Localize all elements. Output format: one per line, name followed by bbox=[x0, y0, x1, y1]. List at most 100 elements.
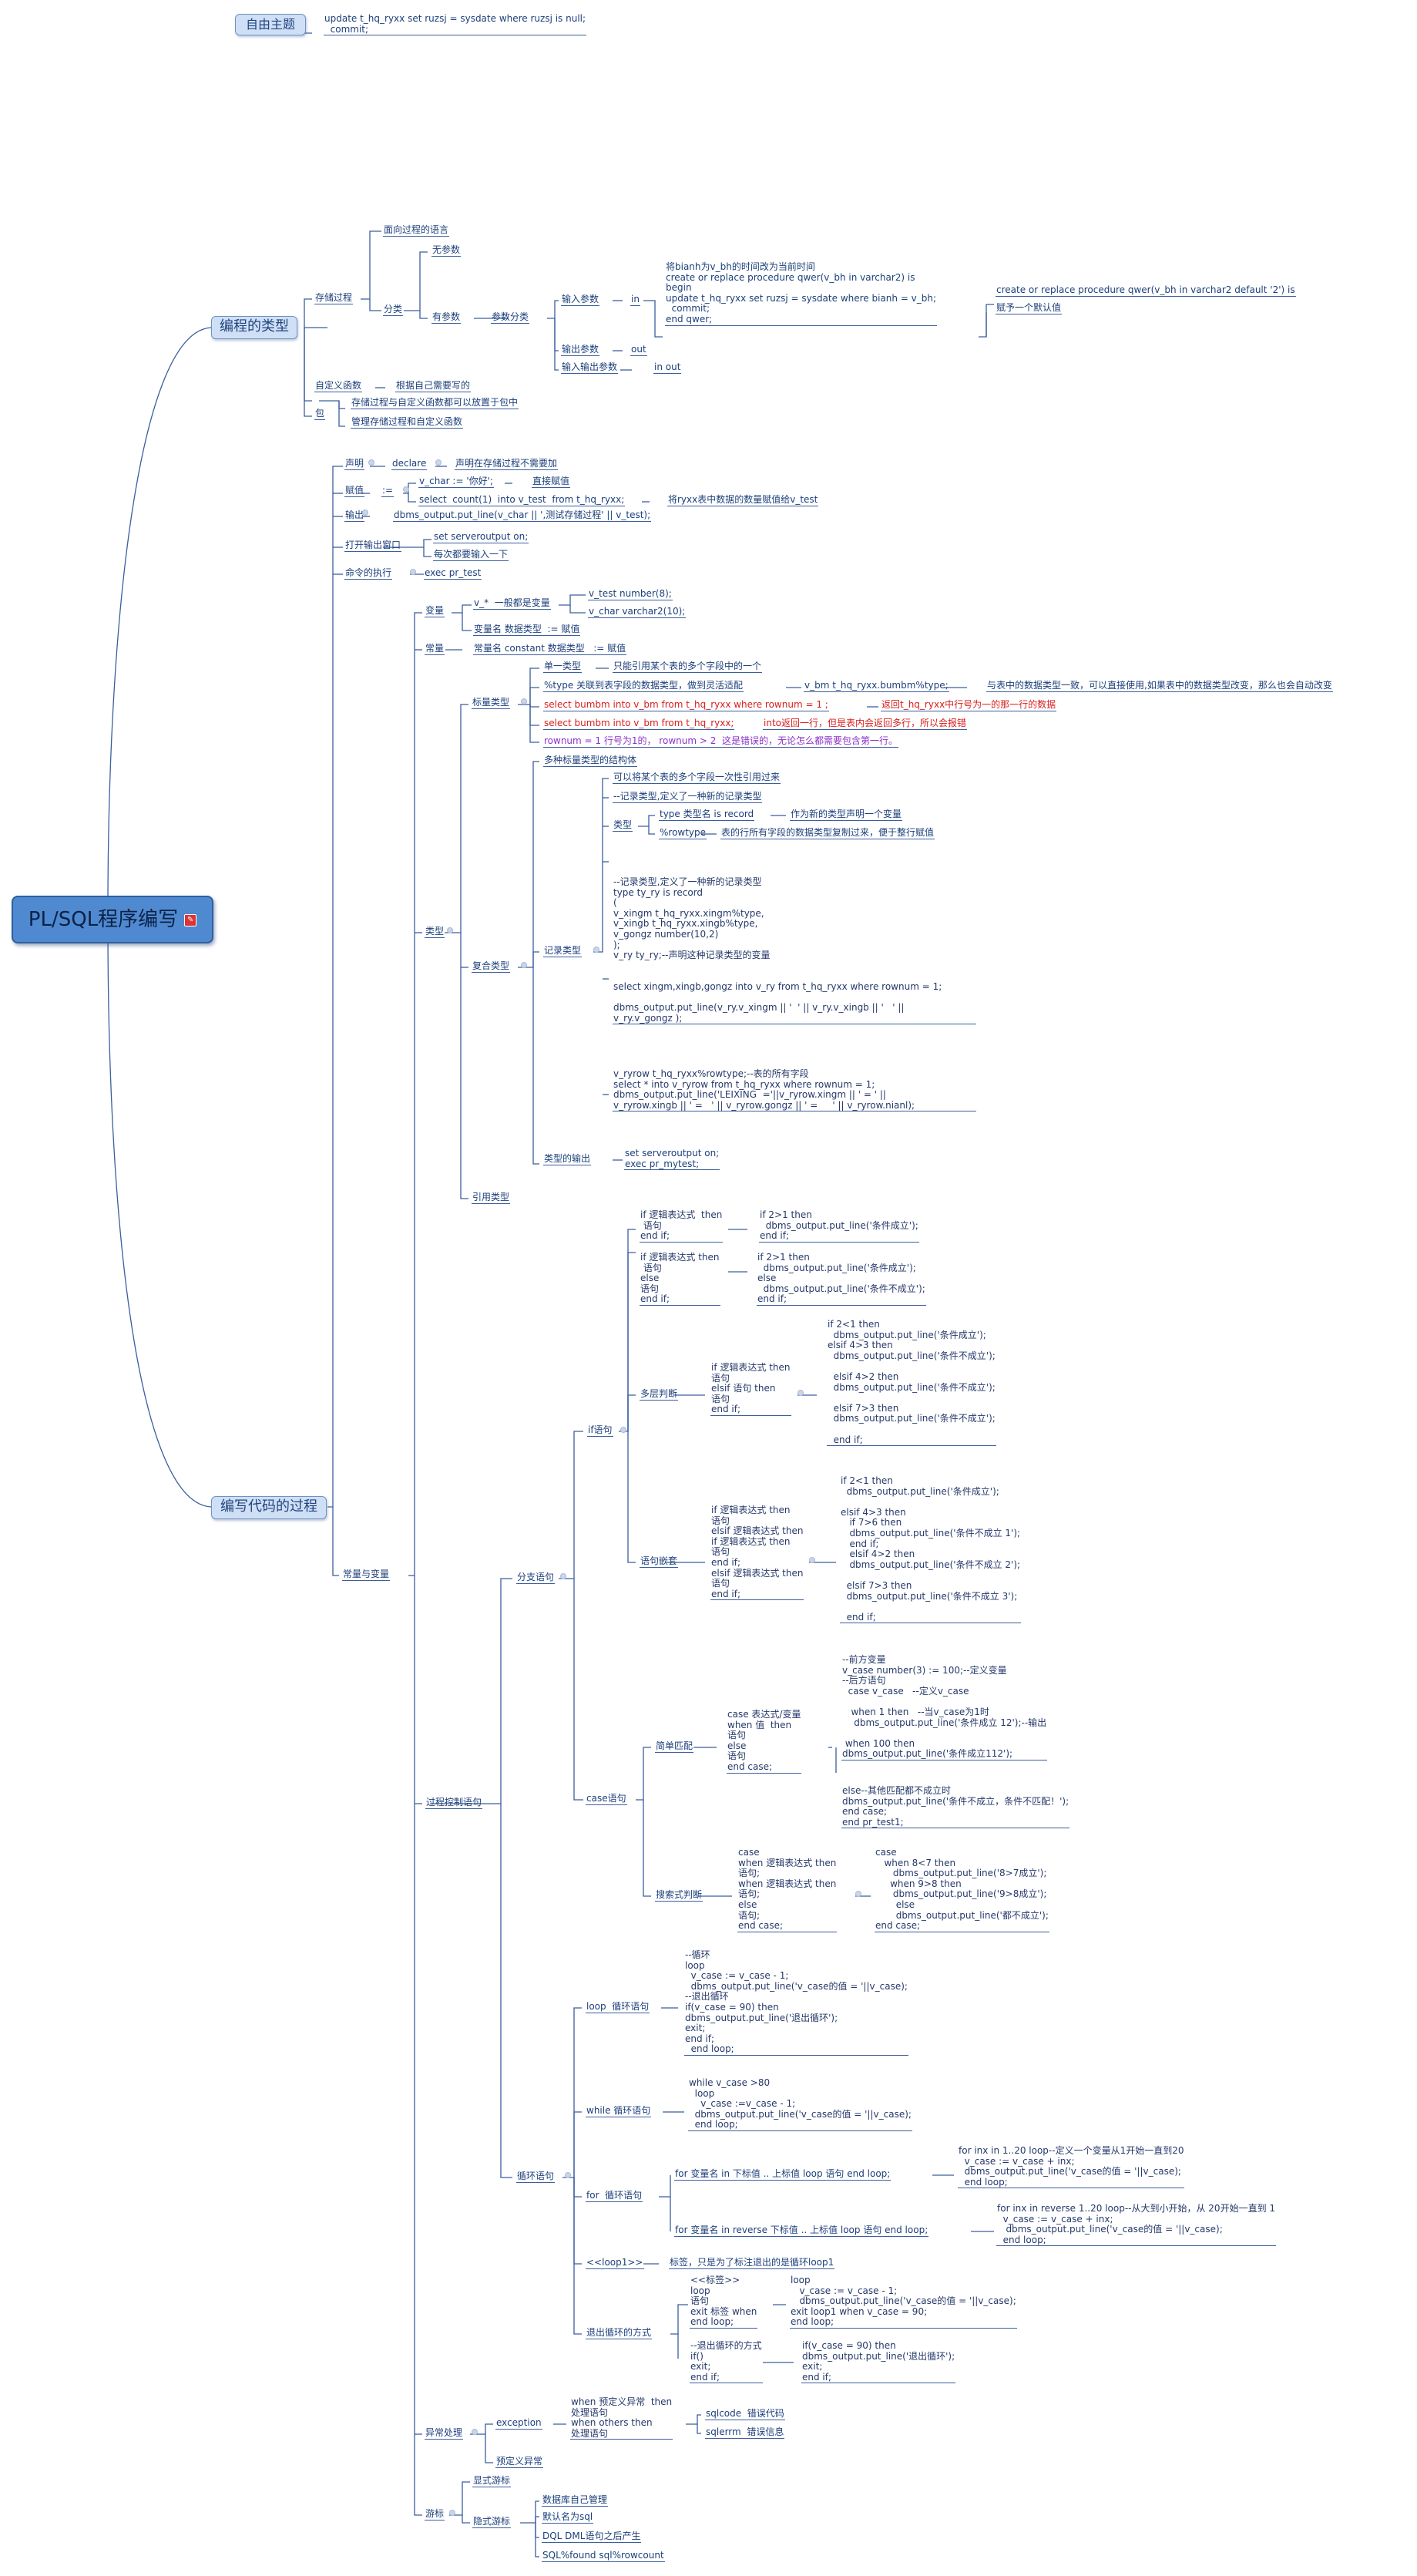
node-simple-case-code[interactable]: --前方变量 v_case number(3) := 100;--定义变量 --… bbox=[841, 1654, 1048, 1760]
node-in-code[interactable]: 将bianh为v_bh的时间改为当前时间 create or replace p… bbox=[665, 261, 938, 326]
node-var-char[interactable]: v_char varchar2(10); bbox=[588, 606, 687, 618]
node-output-code[interactable]: dbms_output.put_line(v_char || ',测试存储过程'… bbox=[393, 509, 652, 522]
node-assign-label[interactable]: 赋值 bbox=[344, 485, 365, 497]
node-inout[interactable]: in out bbox=[653, 362, 682, 374]
node-const-var[interactable]: 常量与变量 bbox=[342, 1569, 391, 1581]
node-type-ref-code[interactable]: v_bm t_hq_ryxx.bumbm%type; bbox=[804, 680, 949, 692]
node-row-code[interactable]: select bumbm into v_bm from t_hq_ryxx; bbox=[543, 718, 735, 730]
node-no-params[interactable]: 无参数 bbox=[431, 244, 462, 257]
node-if1-code[interactable]: if 2>1 then dbms_output.put_line('条件成立')… bbox=[759, 1209, 919, 1243]
node-loop-label[interactable]: loop 循环语句 bbox=[586, 2001, 650, 2013]
node-package-note2[interactable]: 管理存储过程和自定义函数 bbox=[351, 416, 464, 429]
node-exit2-syntax[interactable]: --退出循环的方式 if() exit; end if; bbox=[690, 2340, 763, 2384]
node-for1-code[interactable]: for inx in 1..20 loop--定义一个变量从1开始一直到20 v… bbox=[958, 2145, 1185, 2189]
node-multi-if-syntax[interactable]: if 逻辑表达式 then 语句 elsif 语句 then 语句 end if… bbox=[710, 1362, 791, 1416]
node-single-note[interactable]: 只能引用某个表的多个字段中的一个 bbox=[613, 661, 763, 673]
node-simple-case-else[interactable]: else--其他匹配都不成立时 dbms_output.put_line('条件… bbox=[841, 1785, 1070, 1829]
node-stored-proc[interactable]: 存储过程 bbox=[314, 292, 354, 304]
node-label-loop-note[interactable]: 标签，只是为了标注退出的是循环loop1 bbox=[669, 2257, 835, 2269]
node-default-note[interactable]: 赋予一个默认值 bbox=[996, 302, 1063, 314]
node-cursor[interactable]: 游标 bbox=[425, 2508, 445, 2521]
node-with-params[interactable]: 有参数 bbox=[431, 311, 462, 324]
node-rowtype-code[interactable]: v_ryrow t_hq_ryxx%rowtype;--表的所有字段 selec… bbox=[613, 1068, 976, 1112]
node-search-case-code[interactable]: case when 8<7 then dbms_output.put_line(… bbox=[875, 1847, 1049, 1932]
node-assign-op[interactable]: := bbox=[381, 485, 395, 497]
node-rowcount[interactable]: SQL%found sql%rowcount bbox=[542, 2550, 665, 2562]
node-while-code[interactable]: while v_case >80 loop v_case :=v_case - … bbox=[688, 2077, 912, 2131]
node-search-case-syntax[interactable]: case when 逻辑表达式 then 语句; when 逻辑表达式 then… bbox=[737, 1847, 838, 1932]
node-for2-code[interactable]: for inx in reverse 1..20 loop--从大到小开始，从 … bbox=[996, 2203, 1277, 2247]
node-assign-select[interactable]: select count(1) into v_test from t_hq_ry… bbox=[418, 494, 626, 506]
node-custom-func[interactable]: 自定义函数 bbox=[314, 380, 363, 392]
node-rec-type[interactable]: 类型 bbox=[613, 819, 633, 832]
node-type-output[interactable]: 类型的输出 bbox=[543, 1153, 592, 1165]
node-var-prefix[interactable]: v_* 一般都是变量 bbox=[473, 597, 551, 610]
node-procedural-lang[interactable]: 面向过程的语言 bbox=[383, 224, 450, 237]
node-assign-select-note[interactable]: 将ryxx表中数据的数量赋值给v_test bbox=[667, 494, 819, 506]
node-simple-case-syntax[interactable]: case 表达式/变量 when 值 then 语句 else 语句 end c… bbox=[727, 1709, 802, 1774]
node-dql-dml[interactable]: DQL DML语句之后产生 bbox=[542, 2531, 642, 2543]
node-exception[interactable]: exception bbox=[495, 2417, 542, 2430]
node-exception-handle[interactable]: 异常处理 bbox=[425, 2427, 464, 2440]
node-multi-if[interactable]: 多层判断 bbox=[640, 1388, 679, 1401]
node-category[interactable]: 类型 bbox=[425, 926, 445, 938]
node-row1-code[interactable]: select bumbm into v_bm from t_hq_ryxx wh… bbox=[543, 699, 829, 711]
node-custom-func-note[interactable]: 根据自己需要写的 bbox=[395, 380, 472, 392]
node-for-label[interactable]: for 循环语句 bbox=[586, 2190, 643, 2202]
node-rowtype-note[interactable]: 表的行所有字段的数据类型复制过来，便于整行赋值 bbox=[720, 827, 935, 839]
node-sqlcode[interactable]: sqlcode 错误代码 bbox=[705, 2408, 785, 2420]
node-exit1-code[interactable]: loop v_case := v_case - 1; dbms_output.p… bbox=[790, 2275, 1017, 2329]
node-cmd-exec-label[interactable]: 命令的执行 bbox=[344, 567, 393, 580]
node-record-note[interactable]: --记录类型,定义了一种新的记录类型 bbox=[613, 791, 763, 803]
branch-types[interactable]: 编程的类型 bbox=[211, 316, 297, 339]
node-if2-code[interactable]: if 2>1 then dbms_output.put_line('条件成立')… bbox=[757, 1252, 926, 1306]
node-declare-note[interactable]: 声明在存储过程不需要加 bbox=[455, 458, 559, 470]
node-in-param[interactable]: 输入参数 bbox=[561, 294, 600, 306]
node-variable[interactable]: 变量 bbox=[425, 605, 445, 617]
node-type-output-code[interactable]: set serveroutput on; exec pr_mytest; bbox=[624, 1148, 720, 1171]
node-record-cite[interactable]: 可以将某个表的多个字段一次性引用过来 bbox=[613, 772, 781, 784]
node-declare-label[interactable]: 声明 bbox=[344, 458, 365, 470]
node-row-note[interactable]: into返回一行，但是表内会返回多行，所以会报错 bbox=[763, 718, 967, 730]
node-exit1-syntax[interactable]: <<标签>> loop 语句 exit 标签 when end loop; bbox=[690, 2275, 758, 2329]
node-simple-case[interactable]: 简单匹配 bbox=[655, 1740, 694, 1753]
node-branch[interactable]: 分支语句 bbox=[516, 1572, 556, 1584]
node-inout-param[interactable]: 输入输出参数 bbox=[561, 362, 619, 374]
node-cmd-exec[interactable]: exec pr_test bbox=[424, 567, 482, 580]
node-type-ref-note[interactable]: 与表中的数据类型一致，可以直接使用,如果表中的数据类型改变，那么也会自动改变 bbox=[986, 680, 1333, 692]
note-icon[interactable]: ✎ bbox=[184, 913, 197, 926]
branch-code[interactable]: 编写代码的过程 bbox=[211, 1496, 327, 1519]
node-multi-if-code[interactable]: if 2<1 then dbms_output.put_line('条件成立')… bbox=[827, 1319, 996, 1447]
node-loop-code[interactable]: --循环 loop v_case := v_case - 1; dbms_out… bbox=[684, 1949, 908, 2056]
node-multi-scalar[interactable]: 多种标量类型的结构体 bbox=[543, 755, 638, 767]
node-assign-direct[interactable]: v_char := '你好'; bbox=[418, 476, 494, 488]
node-assign-direct-note[interactable]: 直接赋值 bbox=[532, 476, 571, 488]
node-record-type[interactable]: 记录类型 bbox=[543, 945, 583, 957]
node-if2-syntax[interactable]: if 逻辑表达式 then 语句 else 语句 end if; bbox=[640, 1252, 720, 1306]
node-nested-if[interactable]: 语句嵌套 bbox=[640, 1555, 679, 1568]
node-constant[interactable]: 常量 bbox=[425, 643, 445, 655]
node-rec-type-code[interactable]: type 类型名 is record bbox=[659, 809, 755, 821]
node-if-stmt[interactable]: if语句 bbox=[587, 1424, 613, 1437]
node-if1-syntax[interactable]: if 逻辑表达式 then 语句 end if; bbox=[640, 1209, 724, 1243]
node-rec-code[interactable]: --记录类型,定义了一种新的记录类型 type ty_ry is record … bbox=[613, 876, 976, 1025]
node-exit-loop[interactable]: 退出循环的方式 bbox=[586, 2327, 653, 2339]
node-var-assign[interactable]: 变量名 数据类型 := 赋值 bbox=[473, 624, 581, 636]
node-case-stmt[interactable]: case语句 bbox=[586, 1793, 627, 1805]
node-rowtype[interactable]: %rowtype bbox=[659, 827, 707, 839]
node-nested-if-code[interactable]: if 2<1 then dbms_output.put_line('条件成立')… bbox=[840, 1475, 1022, 1624]
node-db-manage[interactable]: 数据库自己管理 bbox=[542, 2494, 609, 2507]
node-rec-type-note[interactable]: 作为新的类型声明一个变量 bbox=[790, 809, 903, 821]
node-declare[interactable]: declare bbox=[391, 458, 428, 470]
node-in[interactable]: in bbox=[630, 294, 640, 306]
node-loop-stmt[interactable]: 循环语句 bbox=[516, 2171, 556, 2183]
node-out-param[interactable]: 输出参数 bbox=[561, 344, 600, 356]
node-exit2-code[interactable]: if(v_case = 90) then dbms_output.put_lin… bbox=[801, 2340, 956, 2384]
node-out[interactable]: out bbox=[630, 344, 647, 356]
node-default-name[interactable]: 默认名为sql bbox=[542, 2511, 594, 2524]
node-exception-code[interactable]: when 预定义异常 then 处理语句 when others then 处理… bbox=[570, 2396, 673, 2440]
node-param-classify[interactable]: 参数分类 bbox=[491, 311, 530, 324]
node-type-ref[interactable]: %type 关联到表字段的数据类型，做到灵活适配 bbox=[543, 680, 744, 692]
node-explicit-cursor[interactable]: 显式游标 bbox=[472, 2475, 512, 2487]
node-ref-type[interactable]: 引用类型 bbox=[472, 1192, 511, 1204]
